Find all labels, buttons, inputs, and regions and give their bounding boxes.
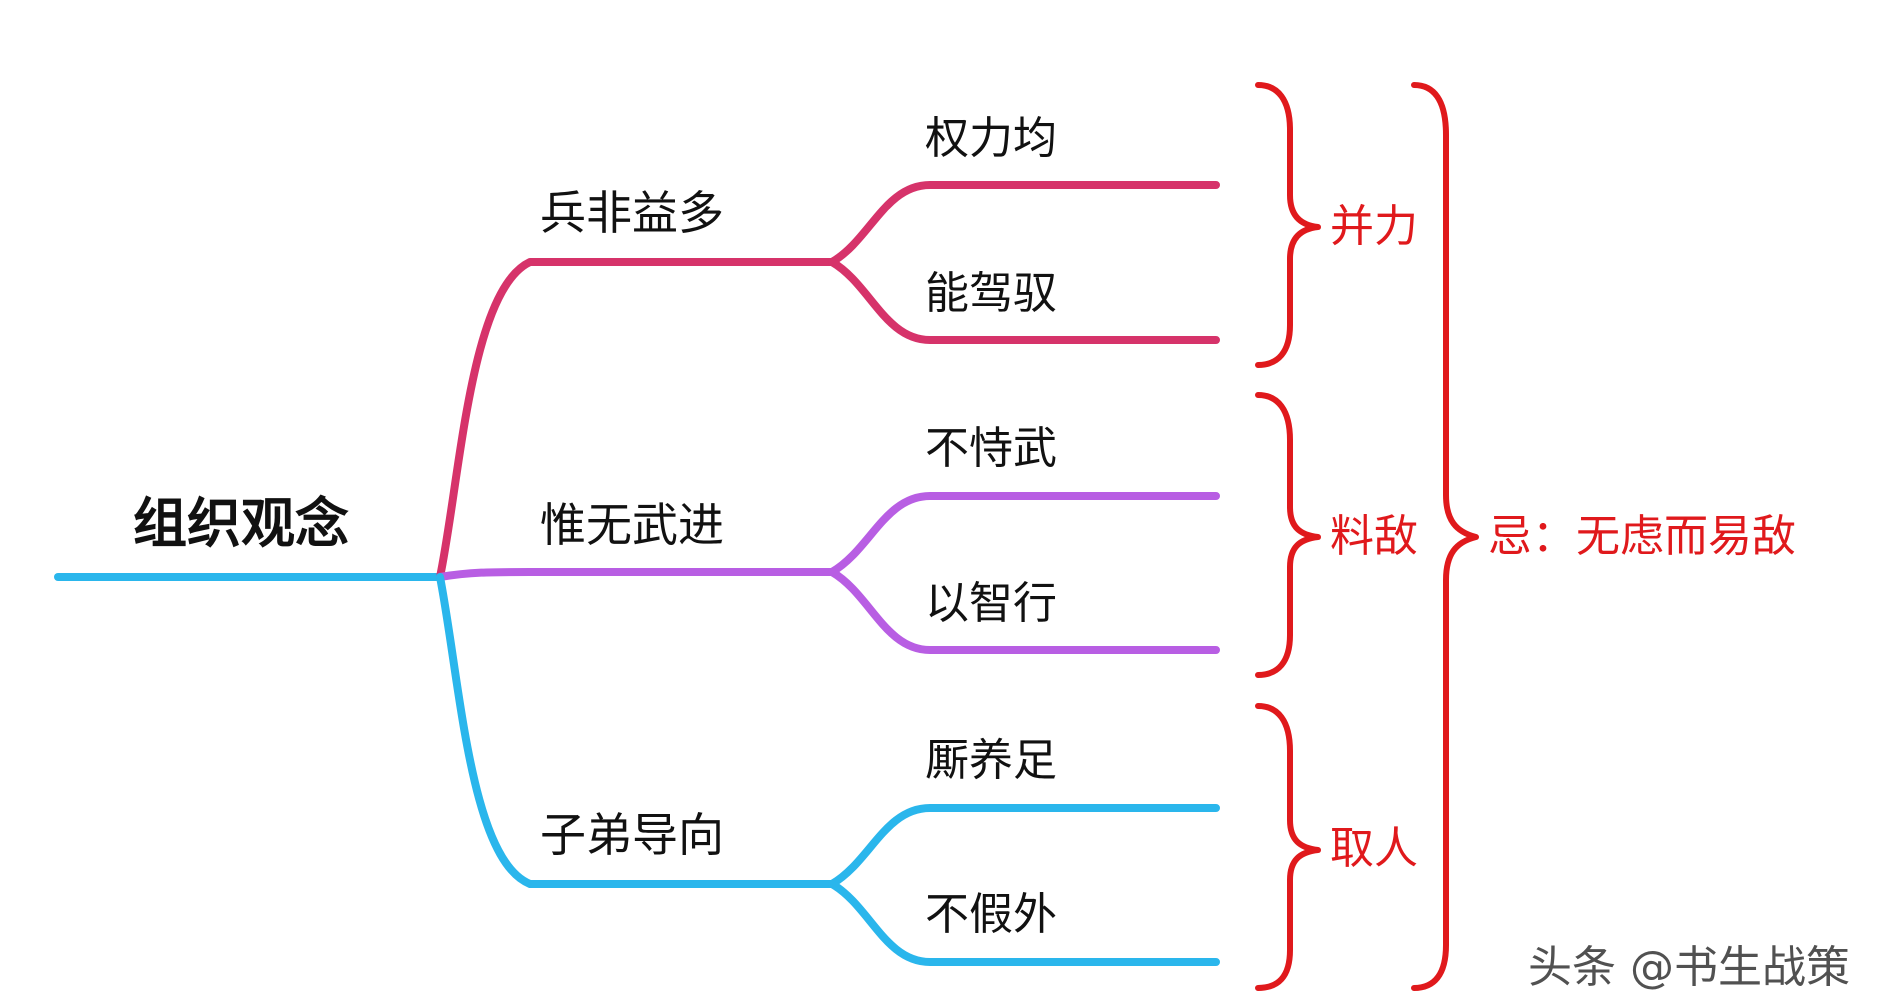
root-label: 组织观念 — [133, 492, 349, 555]
branch-3-leaf-2-line — [828, 880, 1220, 966]
branch-3-leaf-2-label: 不假外 — [925, 889, 1057, 940]
branch-2-leaf-2-label: 以智行 — [925, 578, 1057, 629]
branch-3-connector — [436, 573, 836, 888]
group-2-label: 料敌 — [1330, 511, 1418, 562]
branch-2-leaf-1-line — [828, 492, 1220, 576]
branch-2-connector — [436, 568, 836, 581]
branch-2-label: 惟无武进 — [540, 498, 724, 552]
branch-1-leaf-1-label: 权力均 — [925, 113, 1057, 164]
branch-1-leaf-2-label: 能驾驭 — [925, 268, 1057, 319]
brace-group-3 — [1255, 703, 1321, 991]
branch-1-label: 兵非益多 — [540, 186, 724, 240]
brace-group-1 — [1255, 82, 1321, 368]
branch-1-connector — [436, 258, 836, 581]
branch-3-leaf-1-line — [828, 804, 1220, 888]
branch-1-leaf-1-line — [828, 181, 1220, 266]
branch-1-leaf-2-line — [828, 258, 1220, 344]
branch-3-leaf-1-label: 厮养足 — [925, 735, 1057, 786]
branch-2-leaf-1-label: 不恃武 — [925, 423, 1057, 474]
group-3-label: 取人 — [1330, 823, 1418, 874]
summary-label: 忌：无虑而易敌 — [1488, 511, 1796, 562]
branch-2-leaf-2-line — [828, 568, 1220, 654]
group-1-label: 并力 — [1330, 201, 1418, 252]
watermark: 头条 @书生战策 — [1528, 942, 1850, 993]
brace-summary — [1411, 82, 1479, 991]
branch-3-label: 子弟导向 — [540, 808, 724, 862]
brace-group-2 — [1255, 392, 1321, 678]
